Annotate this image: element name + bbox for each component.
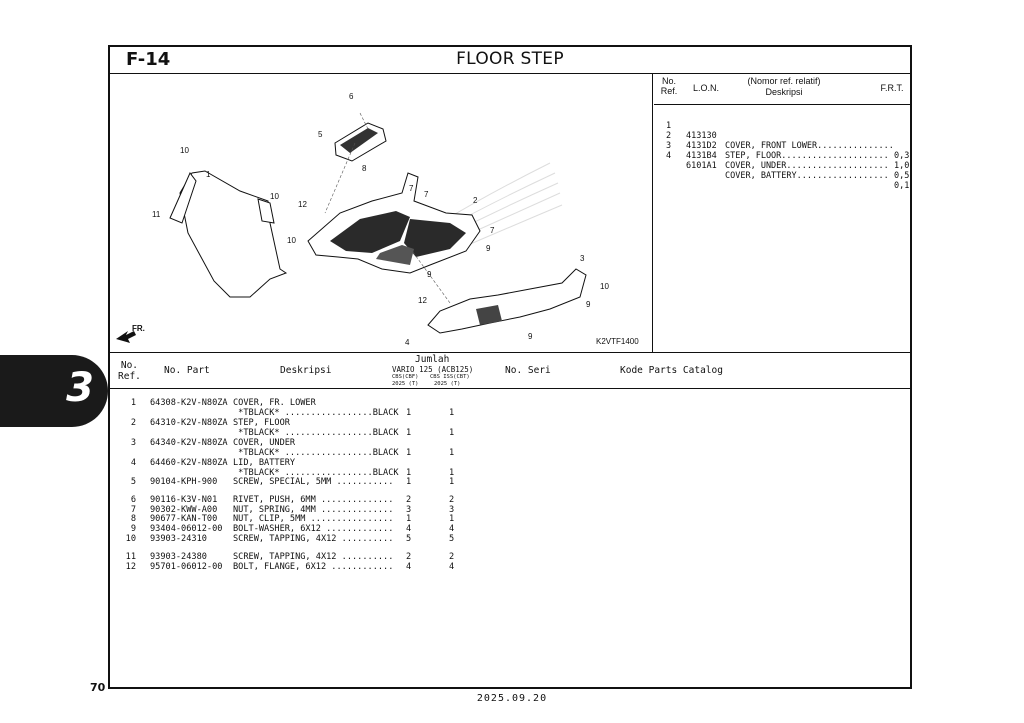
callout-9b: 9 (427, 270, 432, 279)
ref-row-lon: 4131D2 (686, 141, 717, 151)
callout-2: 2 (473, 196, 478, 205)
lon-header: L.O.N. (692, 83, 719, 93)
callout-12b: 12 (418, 296, 427, 305)
diagram-drawing: 6 5 8 10 1 11 10 12 10 7 7 2 7 9 3 10 9 … (116, 92, 639, 347)
callout-7c: 7 (490, 226, 495, 235)
front-direction-arrow: FR. (116, 324, 145, 343)
page-number: 70 (90, 681, 106, 694)
ref-row-frt: 0,1 (894, 181, 910, 191)
front-lower-cover-part (169, 170, 288, 298)
callout-labels: 6 5 8 10 1 11 10 12 10 7 7 2 7 9 3 10 9 … (152, 92, 609, 347)
callout-9a: 9 (486, 244, 491, 253)
ref-row: 1 413130 COVER, FRONT LOWER.............… (654, 111, 910, 161)
ref-row-frt: 1,0 (894, 161, 910, 171)
callout-10b: 10 (270, 192, 279, 201)
ref-row-lon: 6101A1 (686, 161, 717, 171)
ref-row-frt: 0,3 (894, 151, 910, 161)
direction-label: FR. (132, 324, 145, 333)
ref-row: 2 4131D2 STEP, FLOOR....................… (654, 121, 910, 171)
callout-9c: 9 (586, 300, 591, 309)
parts-table-header: No. Ref. No. Part Deskripsi Jumlah VARIO… (110, 352, 910, 389)
callout-4: 5 (318, 130, 323, 139)
callout-7a: 7 (409, 184, 414, 193)
under-cover-part (427, 268, 587, 334)
deskripsi-header: Deskripsi (765, 87, 803, 97)
section-tab: 3 (0, 355, 108, 427)
leader-lines (324, 112, 451, 304)
callout-1: 1 (206, 170, 211, 179)
qty-col1-header-b: 2025 (T) (392, 381, 419, 387)
callout-6: 4 (405, 338, 410, 347)
catalog-page-frame: F-14 FLOOR STEP (108, 45, 912, 689)
qty-col2-header-b: 2025 (T) (434, 381, 461, 387)
section-number: 3 (66, 365, 94, 411)
drawing-code: K2VTF1400 (596, 337, 639, 346)
callout-3: 3 (580, 254, 585, 263)
quantity-header: Jumlah (415, 354, 450, 365)
callout-9d: 9 (528, 332, 533, 341)
reference-table: No. Ref. L.O.N. (Nomor ref. relatif) Des… (654, 73, 910, 352)
callout-8: 8 (362, 164, 367, 173)
callout-7b: 7 (424, 190, 429, 199)
callout-10a: 10 (180, 146, 189, 155)
ref-row-no: 1 (666, 121, 672, 131)
ref-row: 3 4131B4 COVER, UNDER...................… (654, 131, 910, 181)
ref-row-desc: COVER, UNDER.................... (725, 161, 889, 171)
title-bar: F-14 FLOOR STEP (110, 47, 910, 74)
part-number-header: No. Part (164, 365, 210, 376)
print-date: 2025.09.20 (476, 693, 548, 704)
floor-step-part (307, 172, 481, 274)
figure-code: F-14 (126, 49, 171, 70)
ref-row-desc: STEP, FLOOR..................... (725, 151, 889, 161)
part-ref-header: No. Ref. (118, 360, 141, 382)
serial-header: No. Seri (505, 365, 551, 376)
ref-row-desc: COVER, FRONT LOWER............... (725, 141, 894, 151)
qty-col1-header-a: CBS(CBF) (392, 374, 419, 380)
description-header: Deskripsi (280, 365, 332, 376)
callout-12a: 12 (298, 200, 307, 209)
callout-10c: 10 (287, 236, 296, 245)
nomor-header: (Nomor ref. relatif) (747, 76, 821, 86)
frt-header: F.R.T. (880, 83, 904, 93)
ref-no-header: No. Ref. (660, 76, 678, 96)
page-title: FLOOR STEP (456, 49, 564, 69)
ref-row-frt: 0,5 (894, 171, 910, 181)
ref-row-no: 3 (666, 141, 672, 151)
ref-row-no: 4 (666, 151, 672, 161)
ref-row-desc: COVER, BATTERY.................. (725, 171, 889, 181)
model-header: VARIO 125 (ACB125) (392, 365, 474, 374)
callout-5: 6 (349, 92, 354, 101)
ref-row-lon: 413130 (686, 131, 717, 141)
qty-col2-header-a: CBS ISS(CBT) (430, 374, 470, 380)
reference-table-header: No. Ref. L.O.N. (Nomor ref. relatif) Des… (654, 73, 910, 105)
ref-row: 4 6101A1 COVER, BATTERY.................… (654, 141, 910, 191)
ref-row-lon: 4131B4 (686, 151, 717, 161)
exploded-diagram: 6 5 8 10 1 11 10 12 10 7 7 2 7 9 3 10 9 … (110, 73, 653, 352)
catalog-code-header: Kode Parts Catalog (620, 365, 723, 376)
ref-row-no: 2 (666, 131, 672, 141)
battery-lid-part (334, 122, 387, 162)
callout-10d: 10 (600, 282, 609, 291)
callout-11: 11 (152, 210, 161, 219)
